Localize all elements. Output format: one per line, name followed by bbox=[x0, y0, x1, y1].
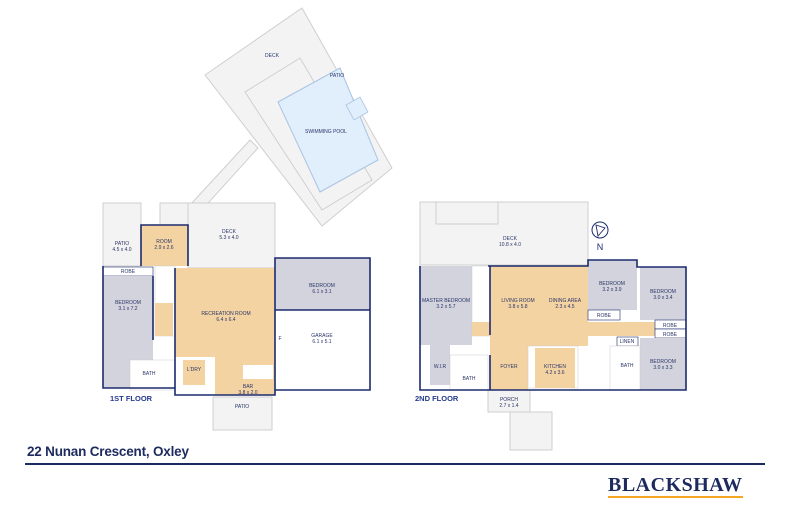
room-label: ROOM bbox=[156, 239, 172, 245]
room-label: BATH bbox=[621, 363, 634, 369]
room-label: ROBE bbox=[597, 313, 612, 319]
swimming-pool bbox=[277, 67, 379, 193]
room-dimensions: 10.8 x 4.0 bbox=[499, 242, 521, 248]
room-dimensions: 3.0 x 3.3 bbox=[653, 365, 672, 371]
second-floor-plan: MASTER BEDROOM 3.2 x 5.7 DECK 10.8 x 4.0… bbox=[415, 201, 687, 451]
room-dimensions: 3.0 x 3.4 bbox=[653, 295, 672, 301]
walkway bbox=[189, 139, 259, 213]
room-label: KITCHEN bbox=[544, 364, 566, 370]
room-label: W.I.R bbox=[434, 364, 447, 370]
room-label: PORCH bbox=[500, 397, 518, 403]
room-label: GARAGE bbox=[311, 333, 333, 339]
brand-logo: BLACKSHAW bbox=[608, 474, 743, 498]
pool-deck-label: DECK bbox=[265, 53, 280, 59]
room-dimensions: 3.1 x 7.2 bbox=[118, 306, 137, 312]
first-floor-plan: PATIO 4.5 x 4.0 ROOM 2.9 x 2.6 DECK 5.3 … bbox=[102, 202, 371, 431]
room-dimensions: 3.8 x 2.0 bbox=[238, 390, 257, 396]
room-label: BAR bbox=[243, 384, 254, 390]
room-dimensions: 6.1 x 3.1 bbox=[312, 289, 331, 295]
room-label: BATH bbox=[463, 376, 476, 382]
room-label: DECK bbox=[503, 236, 518, 242]
room-dimensions: 2.7 x 1.4 bbox=[499, 403, 518, 409]
room-dimensions: 4.2 x 3.6 bbox=[545, 370, 564, 376]
second-floor-label: 2ND FLOOR bbox=[415, 394, 459, 403]
room-dimensions: 6.4 x 6.4 bbox=[216, 317, 235, 323]
room-label: BEDROOM bbox=[599, 281, 625, 287]
room-label: BEDROOM bbox=[309, 283, 335, 289]
room-dimensions: 2.3 x 4.5 bbox=[555, 304, 574, 310]
property-address: 22 Nunan Crescent, Oxley bbox=[27, 444, 189, 459]
room-dimensions: 3.2 x 5.7 bbox=[436, 304, 455, 310]
room-label: MASTER BEDROOM bbox=[422, 298, 470, 304]
first-floor-label: 1ST FLOOR bbox=[110, 394, 153, 403]
room-label: L'DRY bbox=[187, 367, 202, 373]
divider bbox=[25, 463, 765, 465]
room-dimensions: 2.9 x 2.6 bbox=[154, 245, 173, 251]
room-label: DECK bbox=[222, 229, 237, 235]
room-dimensions: 6.1 x 5.1 bbox=[312, 339, 331, 345]
room-label: RECREATION ROOM bbox=[201, 311, 250, 317]
room-dimensions: 3.8 x 5.8 bbox=[508, 304, 527, 310]
room-label: LIVING ROOM bbox=[501, 298, 534, 304]
room-label: F bbox=[278, 336, 281, 342]
room-label: ROBE bbox=[121, 269, 136, 275]
room-label: BEDROOM bbox=[650, 289, 676, 295]
room-dimensions: 4.5 x 4.0 bbox=[112, 247, 131, 253]
room-label: ROBE bbox=[663, 323, 678, 329]
pool-patio-label: PATIO bbox=[330, 73, 344, 79]
room-dimensions: 3.2 x 3.9 bbox=[602, 287, 621, 293]
compass-label: N bbox=[597, 242, 604, 252]
room-label: PATIO bbox=[115, 241, 129, 247]
room-label: LINEN bbox=[620, 339, 635, 345]
room-label: ROBE bbox=[663, 332, 678, 338]
pool-label: SWIMMING POOL bbox=[305, 129, 347, 135]
room-label: PATIO bbox=[235, 404, 249, 410]
pool-area: DECK PATIO SWIMMING POOL bbox=[189, 7, 393, 227]
room-label: BEDROOM bbox=[650, 359, 676, 365]
room-label: FOYER bbox=[500, 364, 518, 370]
room-label: BATH bbox=[143, 371, 156, 377]
north-arrow-icon: N bbox=[591, 221, 609, 252]
room-label: BEDROOM bbox=[115, 300, 141, 306]
room-dimensions: 5.3 x 4.0 bbox=[219, 235, 238, 241]
room-label: DINING AREA bbox=[549, 298, 582, 304]
